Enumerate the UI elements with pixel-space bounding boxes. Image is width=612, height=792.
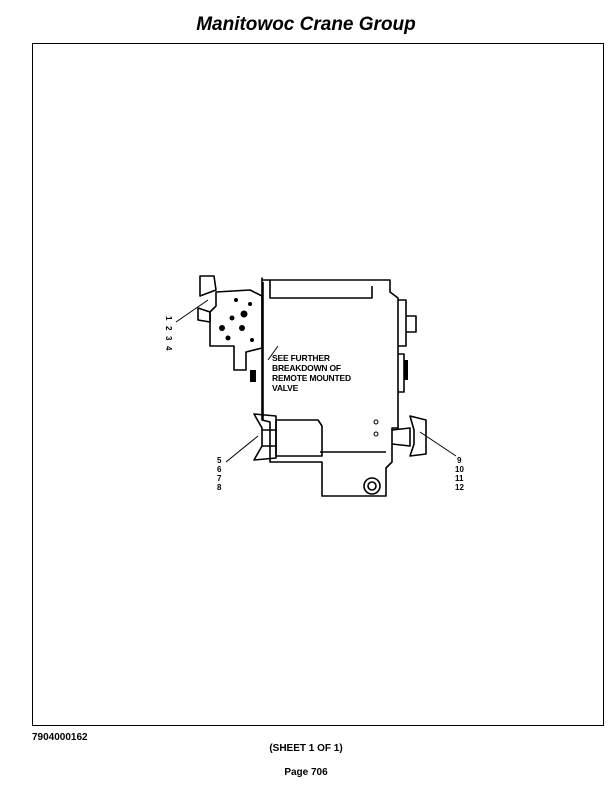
callout-8: 8: [217, 483, 222, 492]
leader-line-9-12: [419, 431, 457, 457]
callout-5: 5: [217, 456, 222, 465]
left-output-housing: [275, 419, 323, 457]
left-yoke-inner: [262, 429, 276, 447]
right-output-shaft: [391, 427, 411, 447]
drawing-frame: [32, 43, 604, 726]
callout-6: 6: [217, 465, 222, 474]
remote-valve-note: SEE FURTHER BREAKDOWN OF REMOTE MOUNTED …: [272, 353, 351, 393]
callout-7: 7: [217, 474, 222, 483]
callout-3: 3: [164, 336, 173, 341]
drain-plug: [363, 477, 381, 495]
leader-line-1-4: [175, 299, 209, 323]
right-cover-lower: [398, 353, 405, 393]
callout-11: 11: [455, 474, 464, 483]
sheet-label: (SHEET 1 OF 1): [269, 743, 343, 754]
housing-hole: [373, 419, 379, 425]
right-yoke: [409, 415, 427, 457]
page-title: Manitowoc Crane Group: [196, 14, 416, 35]
valve-flange: [199, 275, 217, 297]
housing-top-rib: [269, 280, 373, 299]
callout-1: 1: [164, 316, 173, 321]
callout-4: 4: [164, 346, 173, 351]
callout-10: 10: [455, 465, 464, 474]
left-yoke: [253, 413, 277, 461]
leader-line-note: [267, 345, 279, 361]
callout-2: 2: [164, 326, 173, 331]
valve-block: [209, 289, 263, 371]
callout-12: 12: [455, 483, 464, 492]
right-cap: [406, 315, 417, 333]
right-cover-upper: [398, 299, 407, 347]
callout-9: 9: [457, 456, 462, 465]
document-number: 7904000162: [32, 732, 88, 743]
page-number: Page 706: [284, 767, 328, 778]
valve-port: [219, 325, 225, 331]
valve-flange-lower: [197, 307, 211, 323]
leader-line-5-8: [225, 435, 259, 463]
housing-outline: [261, 277, 399, 497]
